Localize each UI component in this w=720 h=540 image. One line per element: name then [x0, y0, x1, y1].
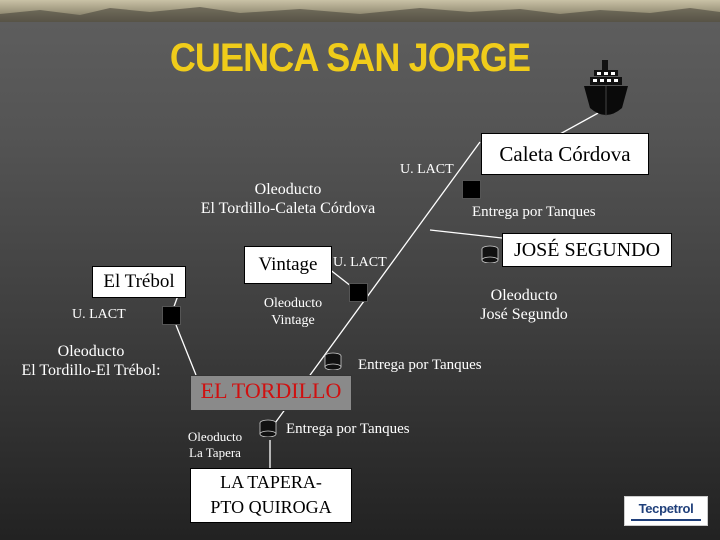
entrega-tanques-label-3: Entrega por Tanques [286, 421, 410, 437]
oleoducto-caleta-label: Oleoducto El Tordillo-Caleta Córdova [188, 180, 388, 218]
lact-label-left: U. LACT [72, 307, 126, 322]
tank-icon [481, 245, 499, 263]
line-trebol [175, 324, 197, 376]
line-josesegundo-branch [429, 229, 503, 239]
tank-icon [324, 352, 342, 370]
caleta-cordova-box: Caleta Córdova [481, 133, 649, 175]
la-tapera-box: LA TAPERA- PTO QUIROGA [190, 468, 352, 523]
ship-icon [584, 60, 628, 116]
logo-underline [631, 519, 701, 521]
tecpetrol-logo-text: Tecpetrol [638, 501, 694, 516]
oleoducto-tapera-line1: Oleoducto [187, 429, 243, 444]
top-decorative-band [0, 0, 720, 22]
oleoducto-vintage-label: Oleoducto Vintage [250, 296, 336, 330]
la-tapera-line1: LA TAPERA- [220, 472, 322, 492]
la-tapera-line2: PTO QUIROGA [210, 497, 332, 517]
oleoducto-tapera-line2: La Tapera [189, 444, 241, 460]
lact-unit-icon [162, 306, 181, 325]
line-ship-caleta [559, 111, 601, 135]
oleoducto-jose-line2: José Segundo [480, 306, 568, 324]
oleoducto-tapera-label: Oleoducto La Tapera [184, 429, 246, 460]
oleoducto-caleta-line2: El Tordillo-Caleta Córdova [200, 200, 376, 218]
tank-icon [259, 419, 277, 437]
el-tordillo-box: EL TORDILLO [190, 375, 352, 411]
lact-unit-icon [349, 283, 368, 302]
entrega-tanques-label-2: Entrega por Tanques [358, 357, 482, 373]
oleoducto-caleta-line1: Oleoducto [254, 181, 322, 198]
lact-label-mid: U. LACT [333, 255, 387, 270]
vintage-box: Vintage [244, 246, 332, 284]
tecpetrol-logo: Tecpetrol [624, 496, 708, 526]
lact-label-top: U. LACT [400, 162, 454, 177]
el-trebol-box: El Trébol [92, 266, 186, 298]
lact-unit-icon [462, 180, 481, 199]
oleoducto-trebol-line1: Oleoducto [57, 343, 125, 360]
oleoducto-vintage-line2: Vintage [271, 312, 315, 328]
oleoducto-trebol-label: Oleoducto El Tordillo-El Trébol: [8, 342, 174, 380]
oleoducto-trebol-line2: El Tordillo-El Trébol: [21, 362, 161, 380]
oleoducto-vintage-line1: Oleoducto [263, 296, 323, 311]
oleoducto-jose-label: Oleoducto José Segundo [470, 286, 578, 324]
oleoducto-jose-line1: Oleoducto [490, 287, 558, 304]
jose-segundo-box: JOSÉ SEGUNDO [502, 233, 672, 267]
page-title: CUENCA SAN JORGE [169, 36, 531, 80]
entrega-tanques-label-1: Entrega por Tanques [472, 204, 596, 220]
